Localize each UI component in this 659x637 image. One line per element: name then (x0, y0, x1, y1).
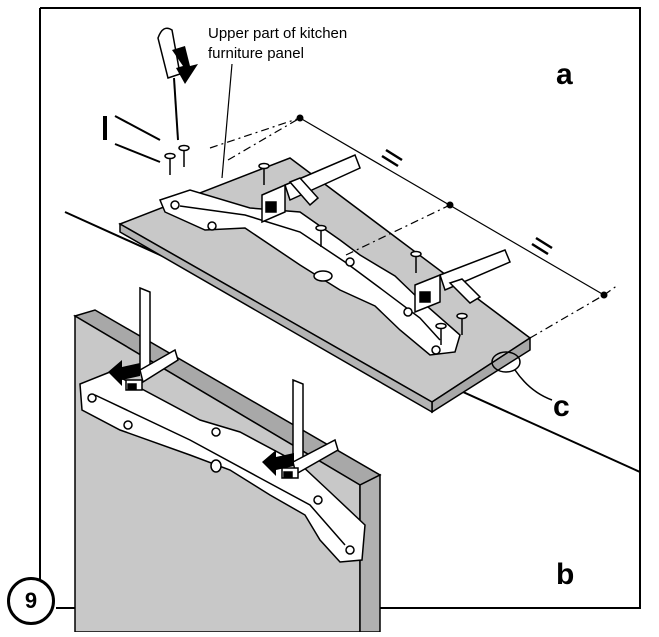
bracket-right-bottom (281, 378, 339, 479)
panel-bottom (73, 309, 382, 633)
mounting-rail-bottom (79, 371, 366, 563)
label-c: c (553, 390, 570, 423)
mounting-rail-top (158, 189, 461, 356)
step-number-badge: 9 (7, 577, 55, 625)
equal-sign-icon (381, 148, 553, 256)
pointer-line-icon (103, 115, 161, 163)
screwdriver-icon (157, 27, 198, 141)
bracket-left-bottom (125, 286, 179, 391)
arrow-icon (108, 360, 294, 476)
panel-caption: Upper part of kitchen furniture panel (208, 24, 347, 64)
caption-line-2: furniture panel (208, 45, 304, 62)
screw-icon (164, 144, 468, 345)
caption-line-1: Upper part of kitchen (208, 25, 348, 42)
caption-pointer (221, 63, 233, 179)
label-b: b (556, 558, 575, 591)
dimension-points (296, 114, 608, 299)
step-number: 9 (24, 588, 38, 613)
label-a: a (556, 58, 573, 91)
bracket-right-top (414, 249, 511, 314)
pointer-c (491, 351, 553, 401)
bracket-left-top (261, 154, 361, 224)
